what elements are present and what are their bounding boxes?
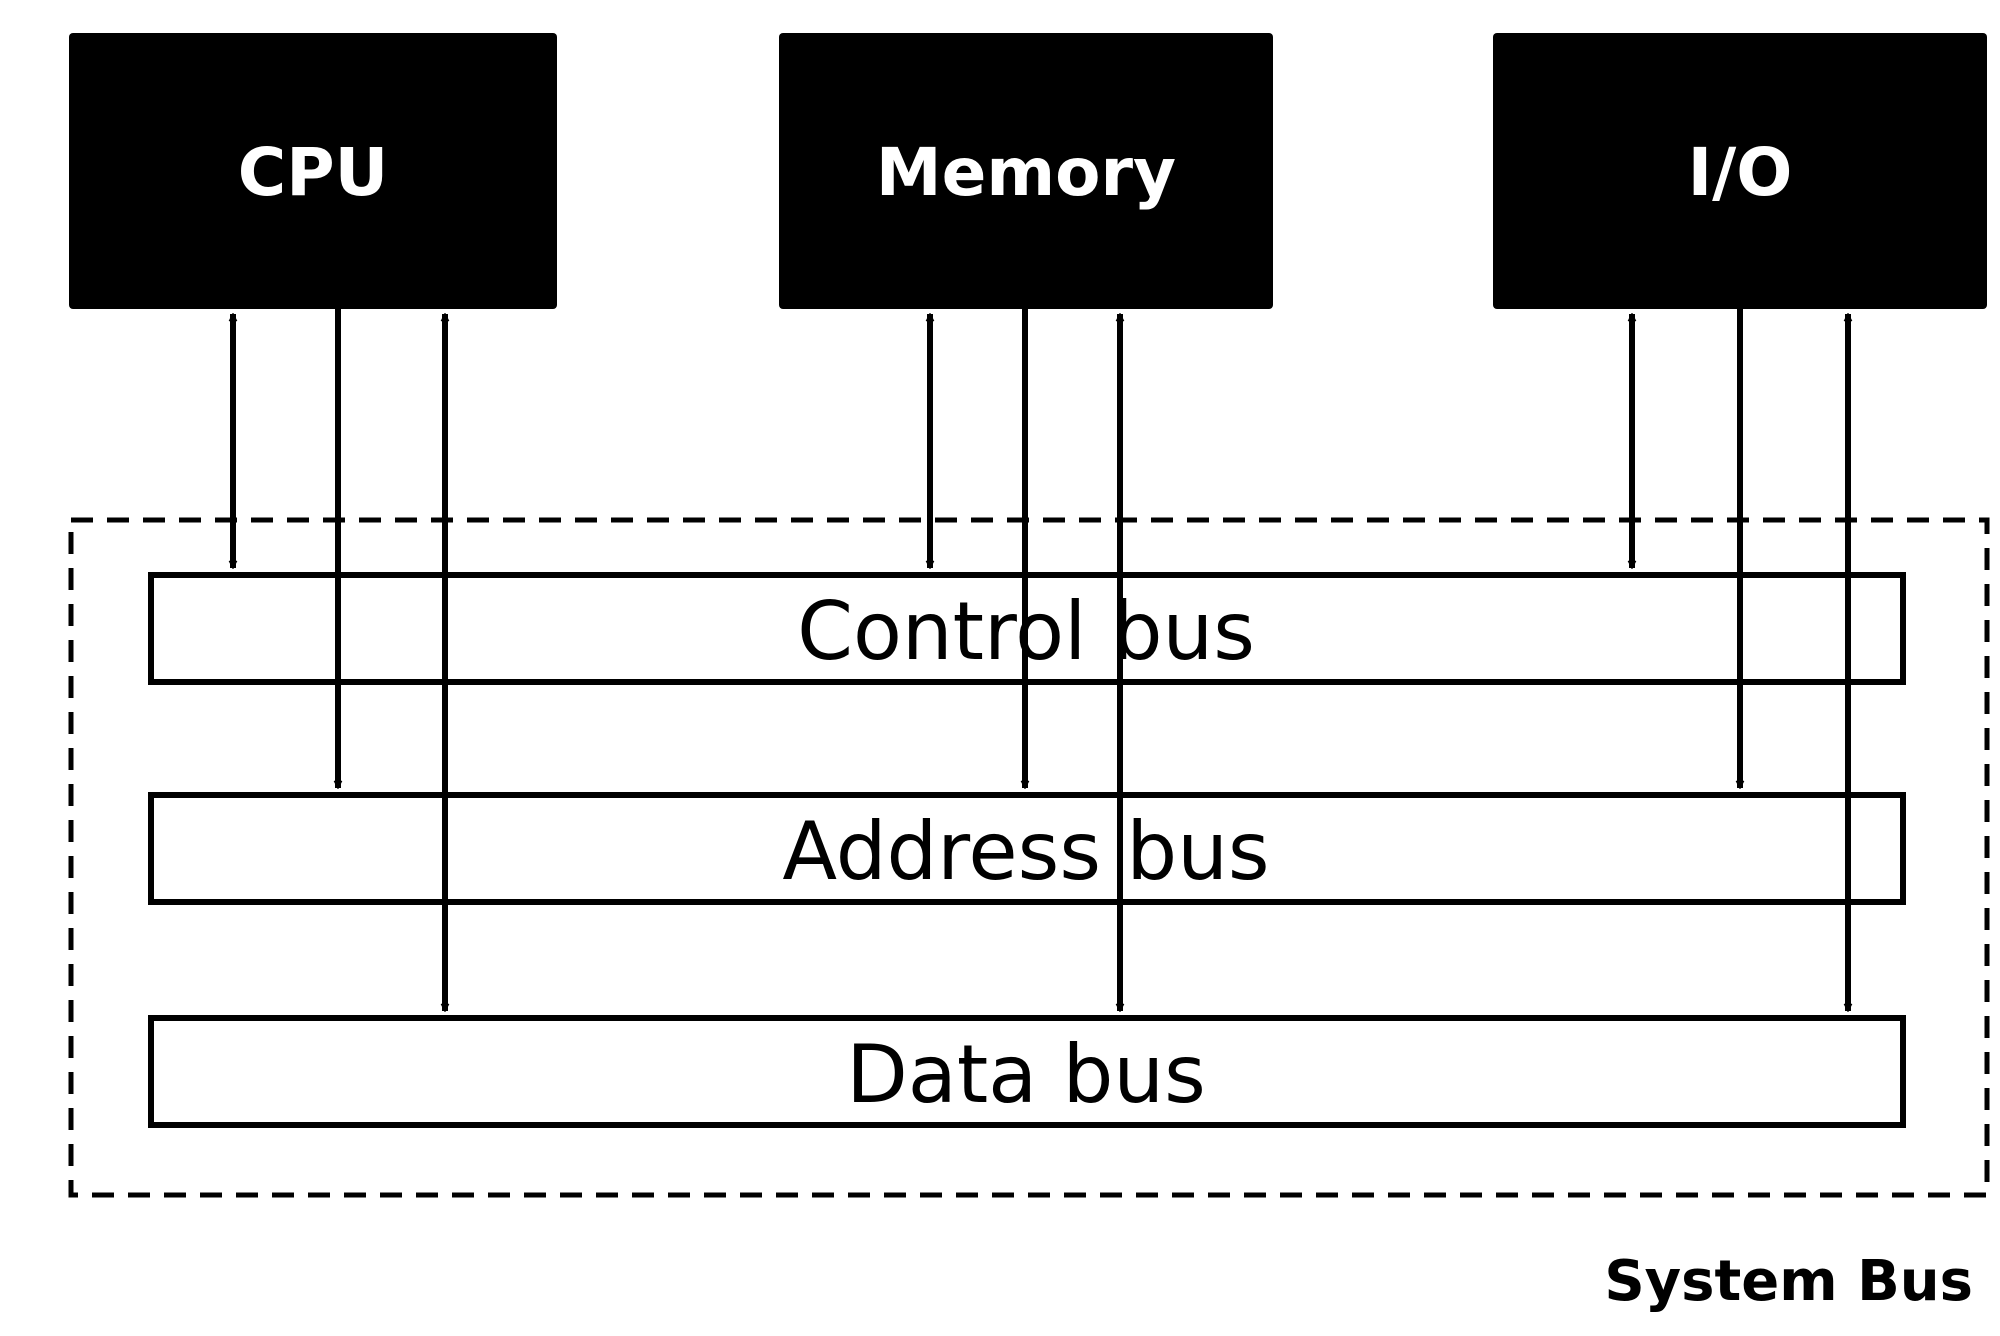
data-bus: Data bus <box>148 1015 1906 1128</box>
io-unit: I/O <box>1493 33 1987 309</box>
address-bus-label: Address bus <box>782 805 1269 898</box>
cpu-label: CPU <box>238 134 388 211</box>
system-bus-boundary <box>68 517 1990 1198</box>
system-bus-label: System Bus <box>1604 1249 1973 1314</box>
data-bus-label: Data bus <box>846 1028 1206 1121</box>
io-label: I/O <box>1688 134 1793 211</box>
memory-unit: Memory <box>779 33 1273 309</box>
memory-label: Memory <box>876 134 1176 211</box>
cpu-unit: CPU <box>69 33 557 309</box>
address-bus: Address bus <box>148 792 1906 905</box>
